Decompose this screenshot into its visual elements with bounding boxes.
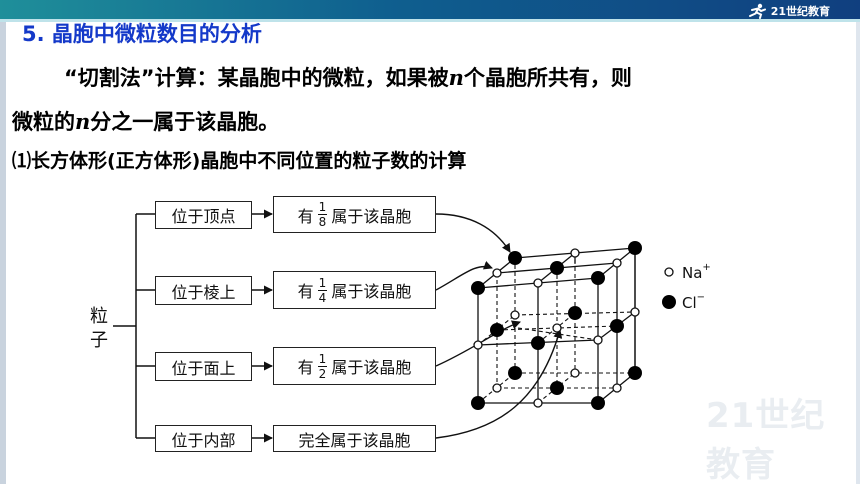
- runner-icon: [748, 3, 766, 19]
- position-box-edge: 位于棱上: [155, 276, 252, 305]
- tree-bracket: [113, 213, 155, 439]
- legend-open-circle-icon: [664, 267, 674, 277]
- rule-suffix: 属于该晶胞: [331, 206, 412, 226]
- root-label-char: 子: [90, 330, 108, 351]
- paragraph-text: 个晶胞所共有，则: [463, 66, 632, 90]
- rule-box-interior: 完全属于该晶胞: [273, 425, 436, 452]
- watermark: 21世纪教育: [706, 396, 826, 485]
- rule-prefix: 有: [297, 206, 314, 226]
- paragraph-text: 分之一属于该晶胞。: [90, 110, 280, 134]
- fraction-numerator: 1: [317, 275, 328, 291]
- legend: Na+ Cl−: [662, 262, 711, 312]
- fraction-denominator: 8: [318, 215, 327, 229]
- fraction-denominator: 4: [318, 290, 327, 305]
- variable-n: n: [448, 65, 464, 90]
- paragraph-text: 微粒的: [12, 110, 75, 134]
- section-heading: 5. 晶胞中微粒数目的分析: [22, 22, 262, 46]
- position-arrows: [252, 209, 273, 443]
- root-label-char: 粒: [90, 306, 108, 327]
- legend-cl-label: Cl−: [682, 292, 705, 312]
- position-box-vertex: 位于顶点: [155, 201, 252, 229]
- fraction-numerator: 1: [317, 200, 328, 215]
- rule-suffix: 属于该晶胞: [331, 282, 412, 301]
- logo-text: 21世纪教育: [770, 5, 830, 18]
- position-box-interior: 位于内部: [155, 425, 252, 452]
- fraction-numerator: 1: [317, 351, 328, 367]
- na-ions: [473, 248, 640, 408]
- subheading: ⑴长方体形(正方体形)晶胞中不同位置的粒子数的计算: [12, 150, 467, 172]
- paragraph-line-2: 微粒的n分之一属于该晶胞。: [12, 106, 842, 136]
- site-logo: 21世纪教育: [746, 2, 830, 20]
- lattice-arrows: [435, 213, 563, 439]
- rule-prefix: 有: [297, 282, 314, 301]
- top-banner-stripe: [0, 19, 860, 22]
- nacl-unit-cell: [471, 241, 642, 410]
- right-edge-bar: [856, 22, 860, 484]
- variable-n: n: [75, 109, 91, 134]
- left-edge-bar: [0, 22, 6, 484]
- fraction-denominator: 2: [318, 366, 327, 381]
- rule-suffix: 属于该晶胞: [331, 358, 412, 377]
- root-label: 粒 子: [88, 305, 110, 353]
- legend-filled-circle-icon: [662, 295, 676, 309]
- top-banner: 21世纪教育: [0, 0, 860, 22]
- rule-prefix: 有: [297, 358, 314, 377]
- position-box-face: 位于面上: [155, 352, 252, 381]
- paragraph-line-1: “切割法”计算：某晶胞中的微粒，如果被n个晶胞所共有，则: [64, 62, 860, 92]
- paragraph-text: “切割法”计算：某晶胞中的微粒，如果被: [64, 66, 449, 90]
- legend-na-label: Na+: [682, 262, 711, 282]
- cl-ions: [471, 241, 642, 410]
